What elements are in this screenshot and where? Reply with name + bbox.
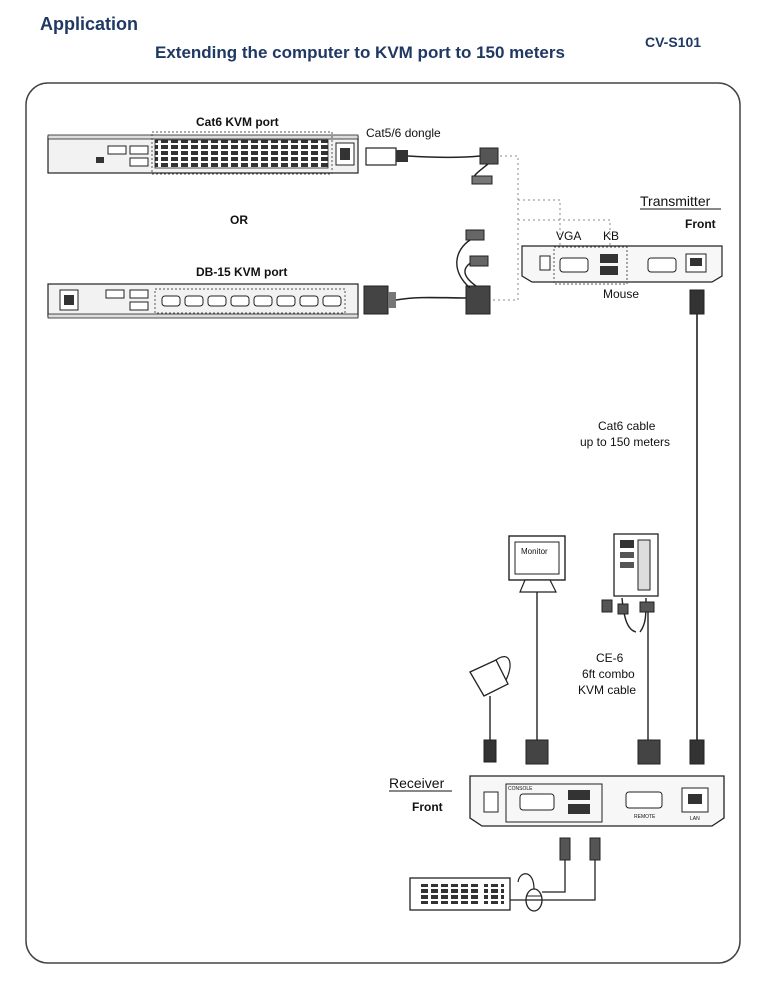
section-title: Application	[40, 14, 138, 34]
cat6-ports-highlight	[151, 131, 333, 175]
transmitter-unit	[521, 245, 723, 285]
cat6-cable	[689, 289, 705, 765]
page-subtitle: Extending the computer to KVM port to 15…	[155, 43, 565, 62]
combo-cable-label-line1: CE-6	[596, 651, 624, 665]
mouse-label: Mouse	[603, 287, 639, 301]
db15-ports-highlight	[154, 288, 346, 314]
combo-cable-label-line3: KVM cable	[578, 683, 636, 697]
monitor	[508, 535, 566, 765]
kb-label: KB	[603, 229, 619, 243]
transmitter-front-label: Front	[685, 217, 716, 231]
mouse	[517, 873, 543, 912]
receiver-label: Receiver	[389, 775, 445, 791]
cable-label-line1: Cat6 cable	[598, 419, 656, 433]
cat6-kvm-port-label: Cat6 KVM port	[196, 115, 279, 129]
cable-label-line2: up to 150 meters	[580, 435, 670, 449]
combo-cable-label-line2: 6ft combo	[582, 667, 635, 681]
computer-tower	[601, 533, 661, 765]
console-port-label: CONSOLE	[508, 786, 533, 792]
dongle-label: Cat5/6 dongle	[366, 126, 441, 140]
diagram-frame	[25, 82, 741, 964]
keyboard	[409, 877, 511, 911]
power-adapter	[469, 656, 511, 763]
keyboard-mouse-usb-cables	[510, 837, 601, 901]
monitor-label: Monitor	[521, 547, 548, 556]
dotted-connection-lines	[492, 155, 611, 301]
lan-port-label: LAN	[690, 816, 700, 822]
cat-dongle	[365, 147, 499, 185]
transmitter-label: Transmitter	[640, 193, 711, 209]
or-label: OR	[230, 213, 248, 227]
remote-port-label: REMOTE	[634, 814, 656, 820]
db15-combo-cable	[363, 229, 491, 315]
receiver-unit	[469, 775, 725, 827]
model-number: CV-S101	[645, 34, 702, 50]
cat6-kvm-switch	[47, 131, 359, 175]
db15-kvm-port-label: DB-15 KVM port	[196, 265, 287, 279]
receiver-front-label: Front	[412, 800, 443, 814]
db15-kvm-switch	[47, 283, 359, 319]
vga-label: VGA	[556, 229, 581, 243]
